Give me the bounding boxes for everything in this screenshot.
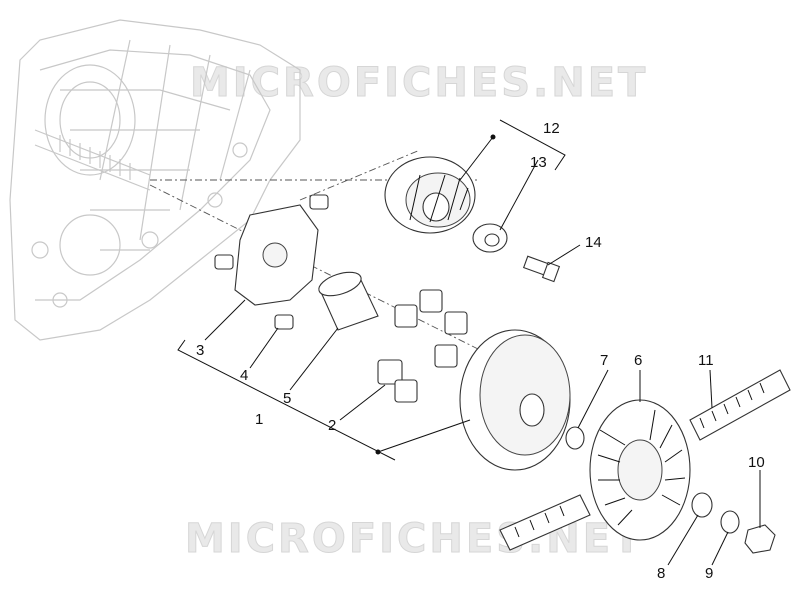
- bracket-12: [499, 119, 566, 171]
- callout-5: 5: [283, 390, 291, 407]
- callout-3: 3: [196, 342, 204, 359]
- callout-11: 11: [698, 352, 714, 369]
- callout-9: 9: [705, 565, 713, 582]
- fan-impeller: [589, 399, 691, 541]
- axis-line-main: [149, 184, 501, 361]
- callout-14: 14: [585, 234, 602, 251]
- screw: [522, 255, 561, 283]
- callout-12: 12: [543, 120, 560, 137]
- sliders: [214, 194, 329, 330]
- callout-6: 6: [634, 352, 642, 369]
- washer-8: [691, 492, 713, 518]
- callout-4: 4: [240, 367, 248, 384]
- washer-9: [720, 510, 740, 534]
- driven-pulley: [384, 156, 476, 234]
- callout-1: 1: [255, 411, 263, 428]
- rollers: [377, 289, 468, 403]
- callout-10: 10: [748, 454, 765, 471]
- engine-case-ghost: [9, 19, 301, 341]
- bushing-sleeve: [318, 271, 379, 331]
- drive-belt: [499, 369, 791, 551]
- watermark-bottom: MICROFICHES.NET: [185, 516, 643, 562]
- callout-13: 13: [530, 154, 547, 171]
- bearing: [472, 223, 508, 253]
- bracket-1: [177, 339, 396, 461]
- ramp-plate: [234, 204, 319, 306]
- callout-2: 2: [328, 417, 336, 434]
- watermark-top: MICROFICHES.NET: [190, 60, 648, 106]
- driving-pulley: [459, 329, 571, 471]
- axis-line-pulley: [299, 149, 421, 201]
- washer-7: [565, 426, 585, 450]
- nut: [744, 524, 776, 554]
- callout-8: 8: [657, 565, 665, 582]
- callout-7: 7: [600, 352, 608, 369]
